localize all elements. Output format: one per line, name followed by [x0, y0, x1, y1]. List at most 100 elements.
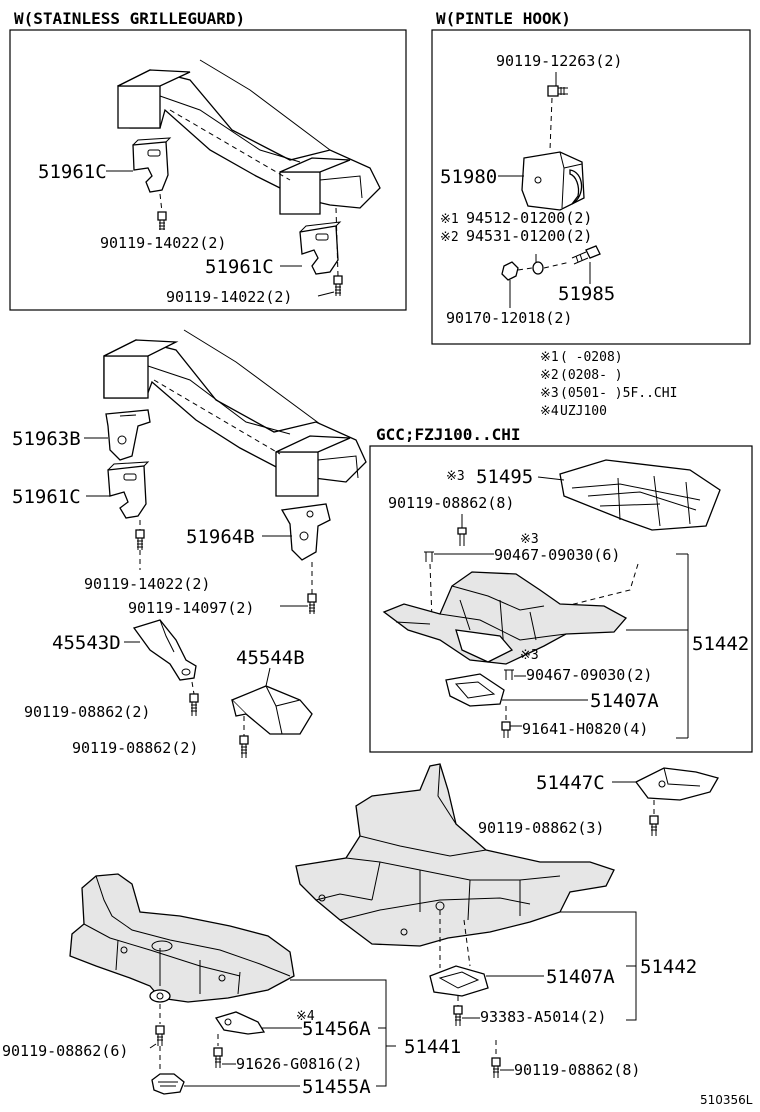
bolt-icon [504, 669, 514, 680]
leader [517, 267, 533, 271]
bolt-icon [424, 551, 434, 562]
label-45543d: 45543D [52, 632, 121, 654]
notes-list: ※1 ( -0208) ※2 (0208- ) ※3 (0501- )5F..C… [540, 350, 677, 419]
mark-ref2: ※2 [440, 230, 459, 245]
label-bolt-gcc-a: 90119-08862(8) [388, 494, 514, 512]
label-45544b: 45544B [236, 647, 305, 669]
under-cover-51441 [69, 873, 295, 1003]
bolt-icon [457, 514, 467, 546]
grilleguard-frame [117, 59, 381, 215]
label-51495: 51495 [476, 466, 533, 488]
leader [549, 563, 639, 611]
label-51985: 51985 [558, 283, 615, 305]
leader [317, 291, 335, 297]
bolt-icon [333, 207, 343, 296]
bolt-icon [453, 996, 463, 1026]
bolt-icon [491, 1040, 501, 1078]
skid-plate-51442-gcc [382, 571, 628, 665]
bolt-icon [189, 681, 199, 716]
note-text-2: (0208- ) [560, 368, 623, 383]
label-ref2: 94531-01200(2) [466, 227, 592, 245]
mark-3-b: ※3 [520, 532, 539, 547]
mark-3-a: ※3 [446, 469, 465, 484]
bracket-51964b [280, 503, 331, 561]
label-bolt-bottom-left: 90119-08862(6) [2, 1042, 128, 1060]
label-51963b: 51963B [12, 428, 81, 450]
note-mark-2: ※2 [540, 368, 559, 383]
bracket-51407a-bottom [429, 965, 489, 997]
label-51964b: 51964B [186, 526, 255, 548]
leader [543, 261, 571, 269]
leader [626, 553, 689, 739]
washer-icon [532, 261, 544, 275]
note-mark-3: ※3 [540, 386, 559, 401]
mark-4: ※4 [296, 1009, 315, 1024]
label-nut-pintle: 90170-12018(2) [446, 309, 572, 327]
note-mark-4: ※4 [540, 404, 559, 419]
grilleguard-hook-2 [299, 221, 342, 275]
nut-icon [501, 261, 519, 281]
bolt-icon [307, 562, 317, 614]
leader [265, 667, 271, 687]
label-bolt-bottom-b: 93383-A5014(2) [480, 1008, 606, 1026]
label-51441: 51441 [404, 1036, 461, 1058]
label-51407a-bottom: 51407A [546, 966, 615, 988]
middle-frame [103, 329, 367, 497]
bolt-icon [547, 72, 568, 97]
label-51447c: 51447C [536, 772, 605, 794]
label-bolt-mid-a: 90119-14022(2) [84, 575, 210, 593]
skid-plate-51442 [295, 763, 615, 947]
bolt-icon [213, 1034, 223, 1068]
note-mark-1: ※1 [540, 350, 559, 365]
leader [149, 1043, 157, 1049]
label-bolt-mid-d: 90119-08862(2) [72, 739, 198, 757]
bolt-icon [155, 1025, 165, 1046]
grilleguard-box [9, 29, 407, 311]
label-51961c-grille-b: 51961C [205, 256, 274, 278]
bracket-51963b [105, 409, 151, 461]
label-bolt-grille-a: 90119-14022(2) [100, 234, 226, 252]
label-bolt-pintle: 90119-12263(2) [496, 52, 622, 70]
grilleguard-header: W(STAINLESS GRILLEGUARD) [14, 9, 245, 28]
bolt-icon [157, 193, 167, 230]
leader [549, 97, 553, 151]
note-text-3: (0501- )5F..CHI [560, 386, 677, 401]
label-bolt-gcc-b: 90467-09030(6) [494, 546, 620, 564]
note-text-1: ( -0208) [560, 350, 623, 365]
label-bolt-bottom-d: 91626-G0816(2) [236, 1055, 362, 1073]
label-bolt-bottom-a: 90119-08862(3) [478, 819, 604, 837]
bracket-45543d [132, 619, 197, 681]
plate-51495 [559, 459, 721, 531]
label-bolt-grille-b: 90119-14022(2) [166, 288, 292, 306]
label-bolt-mid-c: 90119-08862(2) [24, 703, 150, 721]
leader [537, 476, 565, 481]
mark-ref1: ※1 [440, 212, 459, 227]
label-51407a-gcc: 51407A [590, 690, 659, 712]
bolt-icon [649, 800, 659, 836]
bracket-51407a-gcc [445, 673, 505, 707]
label-51961c-mid: 51961C [12, 486, 81, 508]
reference-code: 510356L [700, 1093, 753, 1107]
gcc-box [369, 445, 753, 753]
mark-3-c: ※3 [520, 648, 539, 663]
label-51980: 51980 [440, 166, 497, 188]
bolt-icon [135, 520, 145, 570]
note-text-4: UZJ100 [560, 404, 607, 419]
label-bolt-gcc-c: 90467-09030(2) [526, 666, 652, 684]
hook-51961c [107, 461, 150, 519]
bolt-icon [239, 716, 249, 758]
label-bolt-gcc-d: 91641-H0820(4) [522, 720, 648, 738]
label-51442-bottom: 51442 [640, 956, 697, 978]
leader [429, 563, 433, 621]
bracket-51447c [635, 767, 719, 801]
label-51961c-grille-a: 51961C [38, 161, 107, 183]
grommet-51455a [151, 1073, 185, 1095]
gcc-header: GCC;FZJ100..CHI [376, 425, 521, 444]
label-51455a: 51455A [302, 1076, 371, 1098]
label-51442-gcc: 51442 [692, 633, 749, 655]
label-51456a: 51456A [302, 1018, 371, 1040]
grilleguard-hook-1 [132, 137, 172, 193]
label-bolt-bottom-c: 90119-08862(8) [514, 1061, 640, 1079]
pintle-box [431, 29, 751, 345]
